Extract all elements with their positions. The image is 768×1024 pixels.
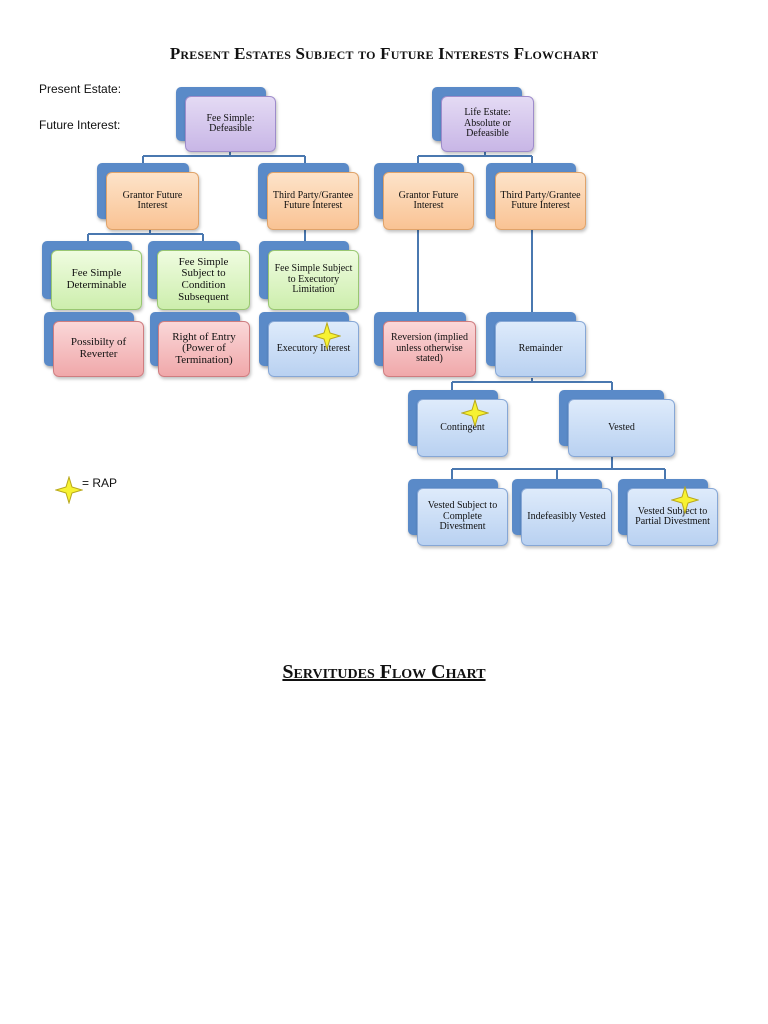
right-of-entry-node: Right of Entry (Power of Termination) bbox=[150, 312, 254, 380]
remainder-node: Remainder bbox=[486, 312, 590, 380]
indefeasibly-vested-node: Indefeasibly Vested bbox=[512, 479, 616, 549]
fee-simple-defeasible-label: Fee Simple: Defeasible bbox=[185, 96, 276, 152]
grantor-future-interest-left-label: Grantor Future Interest bbox=[106, 172, 199, 230]
flowchart-title: Present Estates Subject to Future Intere… bbox=[169, 44, 599, 63]
third-party-left-label: Third Party/Grantee Future Interest bbox=[267, 172, 359, 230]
grantor-future-interest-left-node: Grantor Future Interest bbox=[97, 163, 203, 233]
fee-simple-executory-limitation-node: Fee Simple Subject to Executory Limitati… bbox=[259, 241, 363, 313]
fee-simple-determinable-label: Fee Simple Determinable bbox=[51, 250, 142, 310]
life-estate-label: Life Estate: Absolute or Defeasible bbox=[441, 96, 534, 152]
vested-node: Vested bbox=[559, 390, 679, 460]
legend-rap-label: = RAP bbox=[82, 476, 118, 490]
connector bbox=[451, 456, 666, 484]
rap-star-icon bbox=[313, 322, 341, 350]
third-party-right-node: Third Party/Grantee Future Interest bbox=[486, 163, 590, 233]
executory-interest-node: Executory Interest bbox=[259, 312, 363, 380]
fee-simple-determinable-node: Fee Simple Determinable bbox=[42, 241, 146, 313]
reversion-label: Reversion (implied unless otherwise stat… bbox=[383, 321, 476, 377]
servitudes-title: Servitudes Flow Chart bbox=[282, 661, 486, 683]
executory-interest-label: Executory Interest bbox=[268, 321, 359, 377]
fee-simple-defeasible-node: Fee Simple: Defeasible bbox=[176, 87, 280, 155]
future-interest-label: Future Interest: bbox=[39, 118, 121, 132]
grantor-future-interest-right-node: Grantor Future Interest bbox=[374, 163, 478, 233]
present-estate-label: Present Estate: bbox=[39, 82, 122, 96]
life-estate-node: Life Estate: Absolute or Defeasible bbox=[432, 87, 538, 155]
grantor-future-interest-right-label: Grantor Future Interest bbox=[383, 172, 474, 230]
connector bbox=[87, 230, 204, 250]
vested-partial-divestment-label: Vested Subject to Partial Divestment bbox=[627, 488, 718, 546]
rap-star-icon bbox=[461, 399, 489, 427]
fee-simple-condition-subsequent-label: Fee Simple Subject to Condition Subseque… bbox=[157, 250, 250, 310]
rap-star-icon bbox=[671, 486, 699, 514]
vested-label: Vested bbox=[568, 399, 675, 457]
fee-simple-condition-subsequent-node: Fee Simple Subject to Condition Subseque… bbox=[148, 241, 254, 313]
third-party-left-node: Third Party/Grantee Future Interest bbox=[258, 163, 363, 233]
connector bbox=[451, 378, 613, 396]
contingent-label: Contingent bbox=[417, 399, 508, 457]
fee-simple-executory-limitation-label: Fee Simple Subject to Executory Limitati… bbox=[268, 250, 359, 310]
remainder-label: Remainder bbox=[495, 321, 586, 377]
connector bbox=[142, 152, 306, 172]
third-party-right-label: Third Party/Grantee Future Interest bbox=[495, 172, 586, 230]
indefeasibly-vested-label: Indefeasibly Vested bbox=[521, 488, 612, 546]
connector bbox=[417, 152, 533, 172]
possibility-of-reverter-node: Possibilty of Reverter bbox=[44, 312, 148, 380]
right-of-entry-label: Right of Entry (Power of Termination) bbox=[158, 321, 250, 377]
vested-complete-divestment-node: Vested Subject to Complete Divestment bbox=[408, 479, 512, 549]
legend-star-icon bbox=[55, 476, 83, 504]
reversion-node: Reversion (implied unless otherwise stat… bbox=[374, 312, 480, 380]
contingent-node: Contingent bbox=[408, 390, 512, 460]
vested-complete-divestment-label: Vested Subject to Complete Divestment bbox=[417, 488, 508, 546]
possibility-of-reverter-label: Possibilty of Reverter bbox=[53, 321, 144, 377]
vested-partial-divestment-node: Vested Subject to Partial Divestment bbox=[618, 479, 722, 549]
